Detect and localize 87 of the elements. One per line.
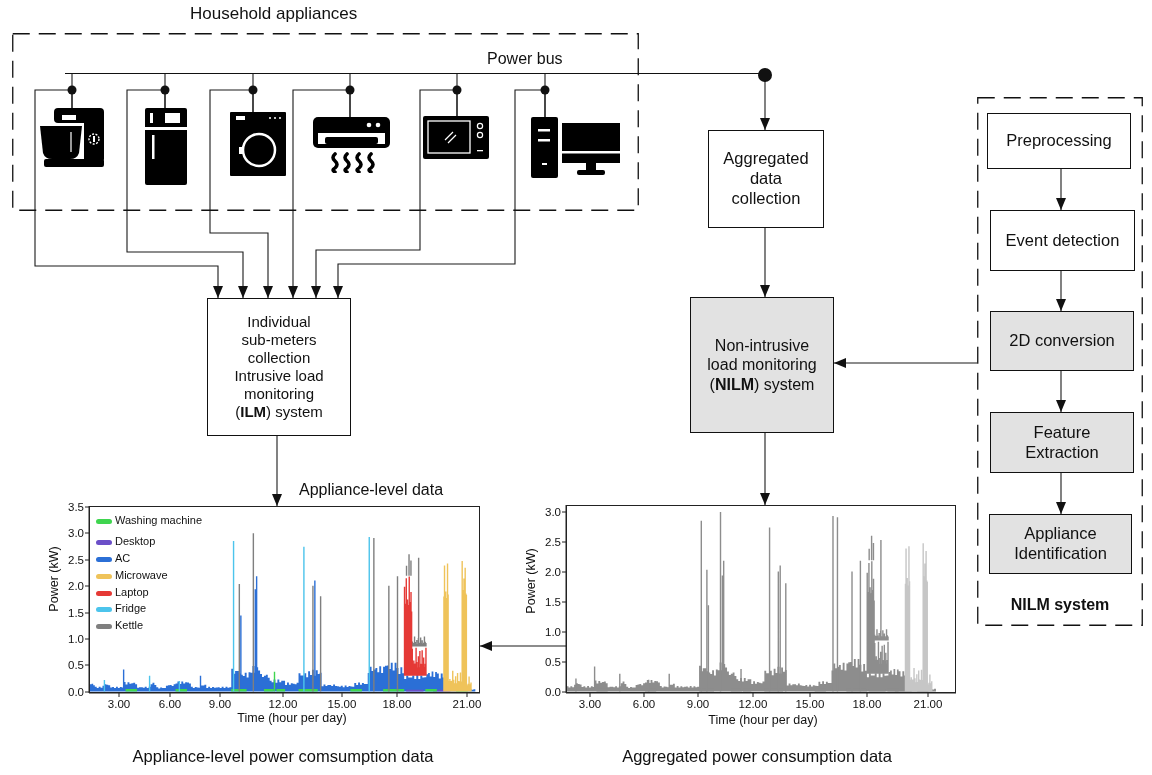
y-tick-label: 3.0 — [545, 505, 561, 519]
y-tick-label: 3.5 — [68, 500, 84, 514]
arrow — [758, 68, 772, 131]
arrow — [1056, 472, 1066, 515]
y-tick-label: 0.5 — [545, 655, 561, 669]
y-tick-label: 0.0 — [68, 685, 84, 699]
y-tick-label: 3.0 — [68, 526, 84, 540]
x-tick-label: 9.00 — [686, 697, 710, 711]
process-box — [708, 130, 824, 228]
y-tick-label: 1.0 — [68, 632, 84, 646]
arrow — [209, 89, 273, 299]
x-tick-label: 15.00 — [795, 697, 825, 711]
y-axis-title: Power (kW) — [48, 546, 62, 612]
box-label: Intrusive load monitoring (ILM) system — [233, 367, 325, 421]
arrow — [126, 89, 248, 299]
x-tick-label: 6.00 — [158, 697, 182, 711]
arrow — [288, 89, 351, 299]
x-tick-label: 3.00 — [578, 697, 602, 711]
process-box — [987, 113, 1131, 169]
box-label: Event detection — [1005, 230, 1120, 251]
process-box — [989, 514, 1132, 574]
arrow — [760, 227, 770, 298]
x-tick-label: 9.00 — [208, 697, 232, 711]
arrow — [833, 358, 978, 368]
legend-label: Kettle — [115, 619, 144, 632]
x-tick-label: 21.00 — [452, 697, 482, 711]
y-tick-label: 1.0 — [545, 625, 561, 639]
bus-label: Power bus — [487, 50, 563, 68]
microwave-icon — [423, 116, 489, 159]
y-tick-label: 1.5 — [68, 606, 84, 620]
chart-caption: Aggregated power consumption data — [622, 746, 892, 766]
dashed-group — [977, 97, 1143, 626]
y-tick-label: 2.5 — [68, 553, 84, 567]
arrow — [760, 432, 770, 506]
process-box — [990, 311, 1134, 371]
x-tick-label: 15.00 — [327, 697, 357, 711]
x-tick-label: 12.00 — [268, 697, 298, 711]
y-tick-label: 0.0 — [545, 685, 561, 699]
arrow — [1056, 168, 1066, 211]
x-tick-label: 21.00 — [913, 697, 943, 711]
process-box — [207, 298, 351, 436]
legend-label: Washing machine — [115, 514, 203, 527]
x-tick-label: 3.00 — [107, 697, 131, 711]
arrow — [333, 89, 546, 299]
box-label: Aggregated data collection — [722, 149, 810, 209]
y-tick-label: 1.5 — [545, 595, 561, 609]
arrow — [34, 89, 223, 299]
box-label: Non-intrusive load monitoring (NILM) system — [706, 336, 818, 394]
arrow — [479, 641, 567, 651]
process-box — [690, 297, 834, 433]
x-axis-title: Time (hour per day) — [708, 714, 818, 728]
air-conditioner-icon — [313, 117, 390, 173]
washing-machine-icon — [230, 112, 286, 176]
arrow — [311, 89, 458, 299]
process-box — [990, 412, 1134, 473]
box-label: Feature Extraction — [1024, 422, 1100, 463]
legend-label: Laptop — [115, 586, 149, 599]
y-tick-label: 2.0 — [545, 565, 561, 579]
desktop-computer-icon — [531, 117, 621, 178]
legend-label: Microwave — [115, 569, 168, 582]
arrow — [272, 435, 282, 507]
x-tick-label: 6.00 — [632, 697, 656, 711]
arrow — [1056, 370, 1066, 413]
y-axis-title: Power (kW) — [525, 548, 539, 614]
box-label: Preprocessing — [1006, 131, 1112, 151]
y-tick-label: 2.0 — [68, 579, 84, 593]
dashed-group — [12, 4, 639, 211]
chart-caption: Appliance-level power comsumption data — [132, 746, 434, 766]
legend-label: Desktop — [115, 535, 156, 548]
legend-label: Fridge — [115, 602, 147, 615]
group-title: NILM system — [1010, 595, 1110, 614]
fridge-icon — [145, 108, 187, 185]
process-box — [990, 210, 1135, 271]
x-tick-label: 18.00 — [382, 697, 412, 711]
edge-label: Appliance-level data — [297, 481, 446, 500]
group-title: Household appliances — [190, 4, 358, 24]
area-chart — [89, 506, 480, 693]
box-label: Appliance Identification — [1013, 524, 1108, 564]
x-axis-title: Time (hour per day) — [237, 712, 347, 726]
y-tick-label: 2.5 — [545, 535, 561, 549]
legend-label: AC — [115, 552, 131, 565]
stand-mixer-icon — [40, 108, 105, 168]
x-tick-label: 12.00 — [738, 697, 768, 711]
box-label: 2D conversion — [1009, 331, 1115, 351]
x-tick-label: 18.00 — [852, 697, 882, 711]
y-tick-label: 0.5 — [68, 658, 84, 672]
arrow — [1056, 270, 1066, 312]
